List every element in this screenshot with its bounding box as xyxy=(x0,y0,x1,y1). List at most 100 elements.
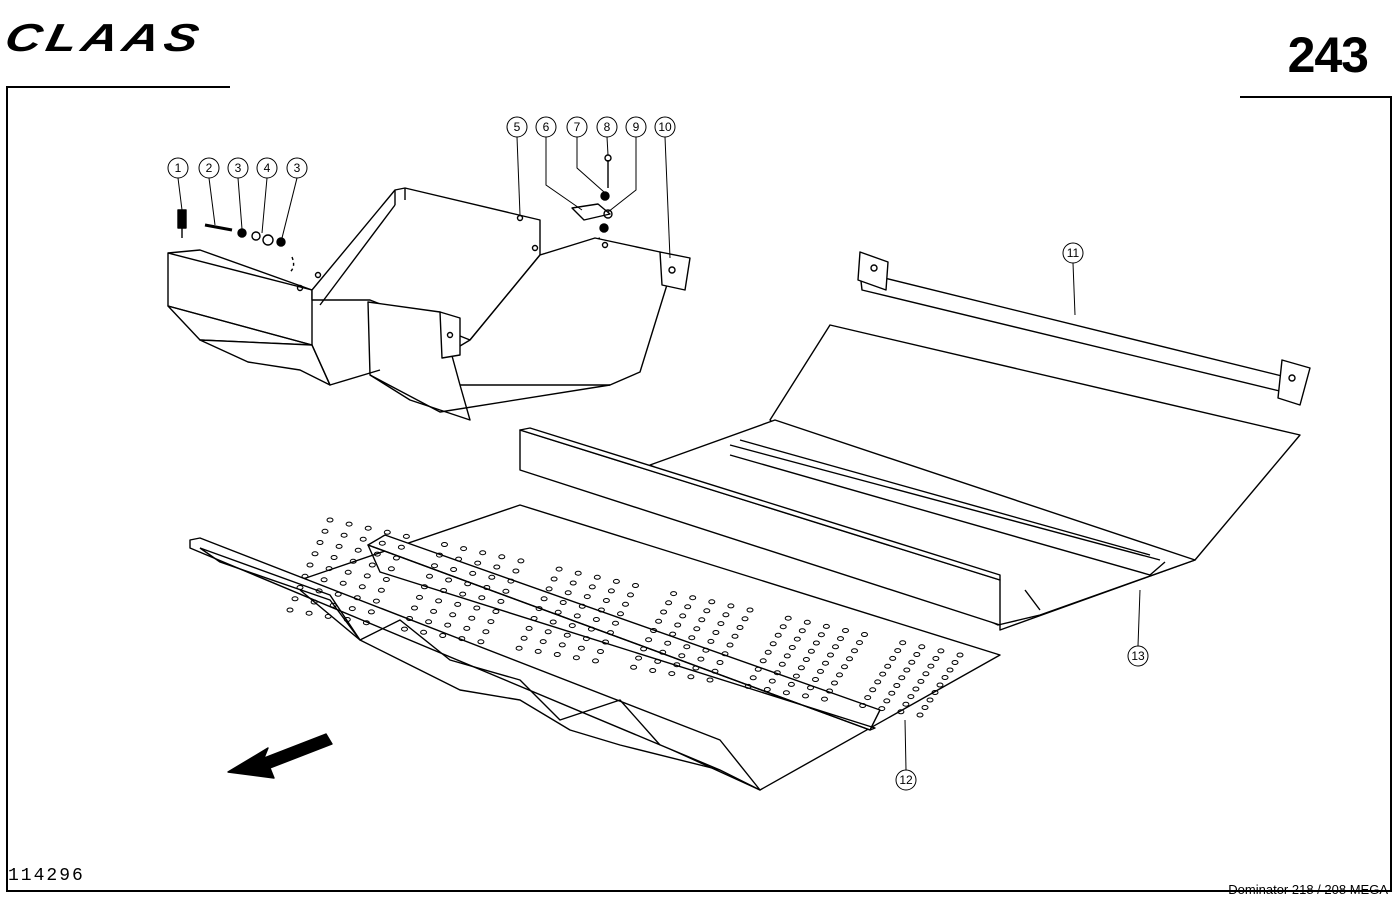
perforation-hole xyxy=(655,618,663,624)
perforation-hole xyxy=(406,616,413,621)
perforation-hole xyxy=(654,658,662,664)
perforation-hole xyxy=(741,616,749,622)
perforation-hole xyxy=(387,566,395,572)
perforation-hole xyxy=(884,663,892,669)
perforation-hole xyxy=(334,591,342,597)
perforation-hole xyxy=(888,690,896,696)
perforation-hole xyxy=(425,619,433,625)
perforation-hole xyxy=(478,595,486,601)
perforation-hole xyxy=(597,607,605,613)
perforation-hole xyxy=(670,591,678,597)
perforation-hole xyxy=(692,665,700,671)
perforation-hole xyxy=(717,621,725,627)
perforation-hole xyxy=(568,623,576,629)
fastener-set xyxy=(177,154,613,247)
callout-3b: 3 xyxy=(281,157,308,239)
perforation-hole xyxy=(464,581,472,587)
perforation-hole xyxy=(788,645,796,650)
perforation-hole xyxy=(602,639,609,645)
perforation-hole xyxy=(679,613,687,619)
callout-1: 1 xyxy=(167,157,189,211)
frame-right xyxy=(1390,96,1392,892)
perforation-hole xyxy=(574,570,582,576)
perforation-hole xyxy=(917,678,925,684)
perforation-hole xyxy=(325,566,333,572)
perforation-hole xyxy=(582,636,590,642)
perforation-hole xyxy=(787,681,795,687)
perforation-hole xyxy=(793,636,801,642)
perforation-hole xyxy=(859,703,867,708)
svg-text:5: 5 xyxy=(514,120,521,134)
perforation-hole xyxy=(798,628,806,634)
page-number: 243 xyxy=(1287,27,1369,83)
perforation-hole xyxy=(540,596,548,602)
perforation-hole xyxy=(903,667,911,673)
perforation-hole xyxy=(354,547,362,553)
perforation-hole xyxy=(864,695,872,701)
perforation-hole xyxy=(474,560,482,566)
perforation-hole xyxy=(632,583,639,588)
travel-direction-arrow-icon xyxy=(227,733,333,779)
perforation-hole xyxy=(515,645,523,651)
side-cover-panel xyxy=(649,324,1301,631)
perforation-hole xyxy=(759,658,767,664)
perforation-hole xyxy=(367,609,375,615)
perforation-hole xyxy=(926,697,934,703)
perforation-hole xyxy=(493,564,501,570)
perforation-hole xyxy=(535,606,543,612)
perforation-hole xyxy=(832,644,839,650)
svg-text:4: 4 xyxy=(264,161,271,175)
callout-5: 5 xyxy=(506,116,528,216)
perforation-hole xyxy=(722,612,730,618)
perforation-hole xyxy=(841,664,848,670)
perforation-hole xyxy=(668,671,676,677)
svg-text:2: 2 xyxy=(206,161,213,175)
perforation-hole xyxy=(592,658,599,664)
perforation-hole xyxy=(564,590,572,596)
perforation-hole xyxy=(435,598,443,604)
machine-model: Dominator 218 / 208 MEGA xyxy=(1228,882,1388,897)
perforation-hole xyxy=(749,675,757,681)
perforation-hole xyxy=(607,588,615,594)
perforation-hole xyxy=(339,580,347,586)
perforation-hole xyxy=(539,639,547,645)
perforation-hole xyxy=(401,626,408,632)
perforation-hole xyxy=(378,540,386,546)
perforation-hole xyxy=(807,685,814,691)
perforation-hole xyxy=(455,556,463,562)
perforation-hole xyxy=(744,683,752,689)
perforation-hole xyxy=(927,663,935,669)
perforation-hole xyxy=(373,551,381,557)
perforation-hole xyxy=(588,584,596,590)
perforation-hole xyxy=(436,552,443,558)
perforation-hole xyxy=(932,656,940,661)
perforation-hole xyxy=(874,679,882,685)
perforation-hole xyxy=(372,598,380,604)
perforation-hole xyxy=(587,626,595,632)
perforation-hole xyxy=(913,652,921,657)
perforation-hole xyxy=(411,605,418,611)
perforation-hole xyxy=(344,569,352,575)
perforation-hole xyxy=(445,577,453,583)
perforation-hole xyxy=(693,626,701,632)
perforation-hole xyxy=(320,577,328,583)
perforation-hole xyxy=(659,649,667,655)
perforation-hole xyxy=(674,622,682,628)
perforation-hole xyxy=(630,664,638,670)
perforation-hole xyxy=(340,532,348,538)
perforation-hole xyxy=(689,595,697,601)
callout-labels: 1 2 3 4 3 5 6 7 8 9 10 11 12 13 xyxy=(167,116,1149,791)
perforation-hole xyxy=(684,604,692,610)
perforation-hole xyxy=(444,622,452,628)
perforation-hole xyxy=(773,670,781,676)
perforation-hole xyxy=(640,646,648,652)
header-rule xyxy=(8,86,230,88)
perforation-hole xyxy=(497,598,505,604)
perforation-hole xyxy=(479,550,487,556)
perforation-hole xyxy=(764,649,772,655)
perforation-hole xyxy=(821,696,828,702)
perforation-hole xyxy=(956,652,964,658)
callout-8: 8 xyxy=(596,116,618,156)
perforation-hole xyxy=(726,642,734,648)
perforation-hole xyxy=(349,558,357,564)
